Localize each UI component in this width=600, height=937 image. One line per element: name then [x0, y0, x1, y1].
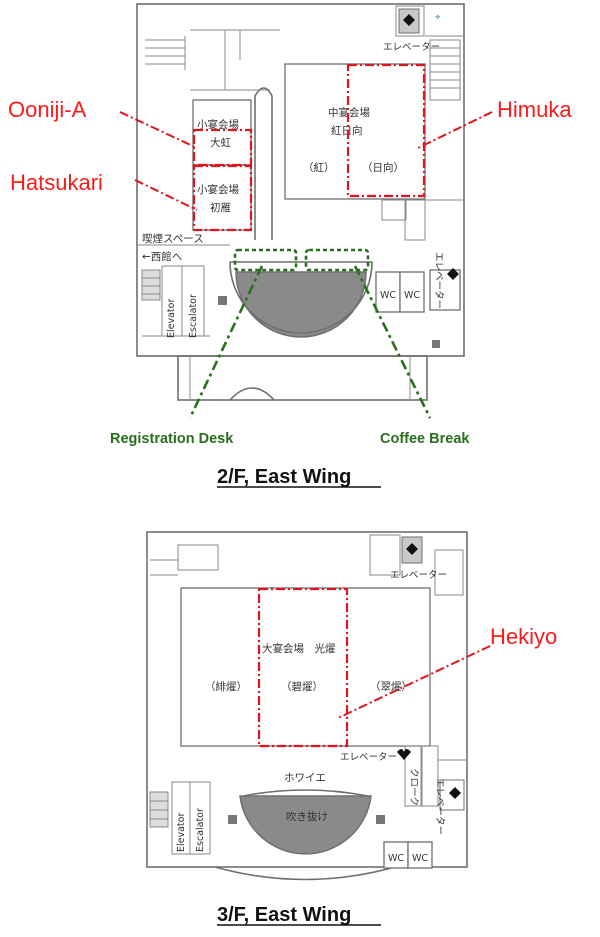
floor3-elevator-side-label: エレベーター	[434, 778, 445, 835]
small-hall-b-name-1: 小宴会場	[197, 183, 239, 196]
floor2-service-strip	[381, 5, 464, 241]
coffee-break-highlight	[304, 248, 370, 272]
floor3-elevator-top-label: エレベーター	[390, 570, 447, 581]
coffee-break-leader	[353, 265, 432, 419]
floor2-elevator-text: Elevator	[166, 299, 177, 338]
floor2-wc-1	[375, 271, 401, 313]
hatsukari-highlight	[192, 164, 253, 232]
floor3-atrium-edge	[242, 789, 369, 797]
hinata-room-label: （日向）	[362, 161, 404, 174]
map-control-icon[interactable]: ⌖	[435, 12, 441, 23]
floor3-atrium	[239, 795, 372, 855]
hekiyo-room-label: （碧燿）	[281, 681, 323, 693]
floor3-elevator-side-icon	[449, 787, 461, 799]
floor3-outer-wall	[146, 531, 468, 868]
floor2-left-column	[137, 244, 230, 337]
registration-desk-label: Registration Desk	[110, 431, 234, 447]
ooniji-highlight	[192, 128, 253, 167]
himuka-highlight	[346, 63, 426, 198]
cloak-room-label: クローク	[408, 768, 419, 806]
himuka-label: Himuka	[497, 97, 572, 122]
hatsukari-label: Hatsukari	[10, 170, 103, 195]
coffee-break-label: Coffee Break	[380, 431, 470, 447]
floor3-elevator-top-icon	[406, 543, 418, 555]
small-hall-b-name-2: 初雁	[210, 201, 231, 214]
registration-desk-highlight	[233, 248, 298, 272]
floor3-large-hall	[180, 587, 431, 747]
floor3-elevator-mid-icon	[397, 749, 411, 760]
ooniji-label: Ooniji-A	[8, 97, 87, 122]
floor2-medium-hall	[284, 63, 426, 200]
floor3-elevator-text: Elevator	[176, 813, 187, 852]
floor2-wc-2	[399, 271, 425, 313]
floor2-atrium	[235, 271, 367, 338]
floor2-elevator-side-icon	[447, 268, 459, 280]
floor2-wc-2-label: WC	[404, 290, 420, 301]
foyer-label: ホワイエ	[284, 772, 326, 784]
large-hall-name: 大宴会場 光燿	[262, 642, 336, 655]
floor3-wc-1-label: WC	[388, 853, 404, 864]
floor2-pillar	[218, 296, 227, 305]
beni-room-label: （紅）	[303, 162, 335, 174]
hiyo-room-label: （緋燿）	[205, 680, 247, 693]
medium-hall-name-1: 中宴会場	[328, 106, 370, 119]
small-hall-a-name-1: 小宴会場	[197, 118, 239, 131]
small-hall-a-name-2: 大虹	[210, 136, 231, 149]
floor2-elevator-top-icon	[403, 14, 415, 26]
medium-hall-name-2: 紅日向	[331, 124, 363, 137]
floor3-service-mid	[404, 745, 467, 807]
floor3-elevator-mid-label: エレベーター	[340, 752, 397, 763]
registration-desk-leader	[188, 265, 264, 419]
hekiyo-leader	[337, 645, 491, 719]
floor3-pillar-left	[228, 815, 237, 824]
to-west-wing-label: ←西館へ	[142, 250, 182, 263]
floor3-elevator-side-box	[439, 779, 465, 811]
floor2-title: 2/F, East Wing	[217, 466, 351, 488]
hatsukari-leader	[134, 179, 198, 211]
floor2-entrance-curve	[229, 387, 275, 401]
floor2-lower-entrance	[177, 355, 428, 401]
floor2-plan: ⌖ エレベーター 中宴会場 紅日向 （紅） （日向） 小宴会場	[8, 3, 572, 488]
hekiyo-label: Hekiyo	[490, 624, 557, 649]
atrium-label: 吹き抜け	[286, 810, 328, 823]
floor2-stairs-topleft	[145, 29, 280, 91]
himuka-leader	[417, 111, 493, 149]
floor3-wc-1	[383, 841, 409, 869]
floor3-pillar-right	[376, 815, 385, 824]
floor3-left-column	[149, 781, 211, 855]
ooniji-leader	[119, 111, 198, 149]
floor3-bottom-curve	[214, 866, 396, 881]
floor2-elevator-top-label: エレベーター	[383, 42, 440, 53]
suiyo-room-label: （翠燿）	[370, 681, 412, 693]
floor2-elevator-side-label: エレベーター	[433, 252, 444, 309]
floor3-wc-2	[407, 841, 433, 869]
floor3-plan: エレベーター 大宴会場 光燿 （緋燿） （碧燿） （翠	[146, 531, 557, 926]
floor3-title: 3/F, East Wing	[217, 904, 351, 926]
floor2-corridor	[254, 87, 273, 240]
floor2-pillar-right	[432, 340, 440, 348]
floor3-wc-2-label: WC	[412, 853, 428, 864]
hekiyo-highlight	[257, 587, 349, 748]
floor3-topleft	[150, 534, 464, 596]
smoking-area-label: 喫煙スペース	[142, 233, 204, 245]
floor3-escalator-text: Escalator	[195, 808, 206, 852]
floor2-escalator-text: Escalator	[188, 294, 199, 338]
floor2-wc-1-label: WC	[380, 290, 396, 301]
